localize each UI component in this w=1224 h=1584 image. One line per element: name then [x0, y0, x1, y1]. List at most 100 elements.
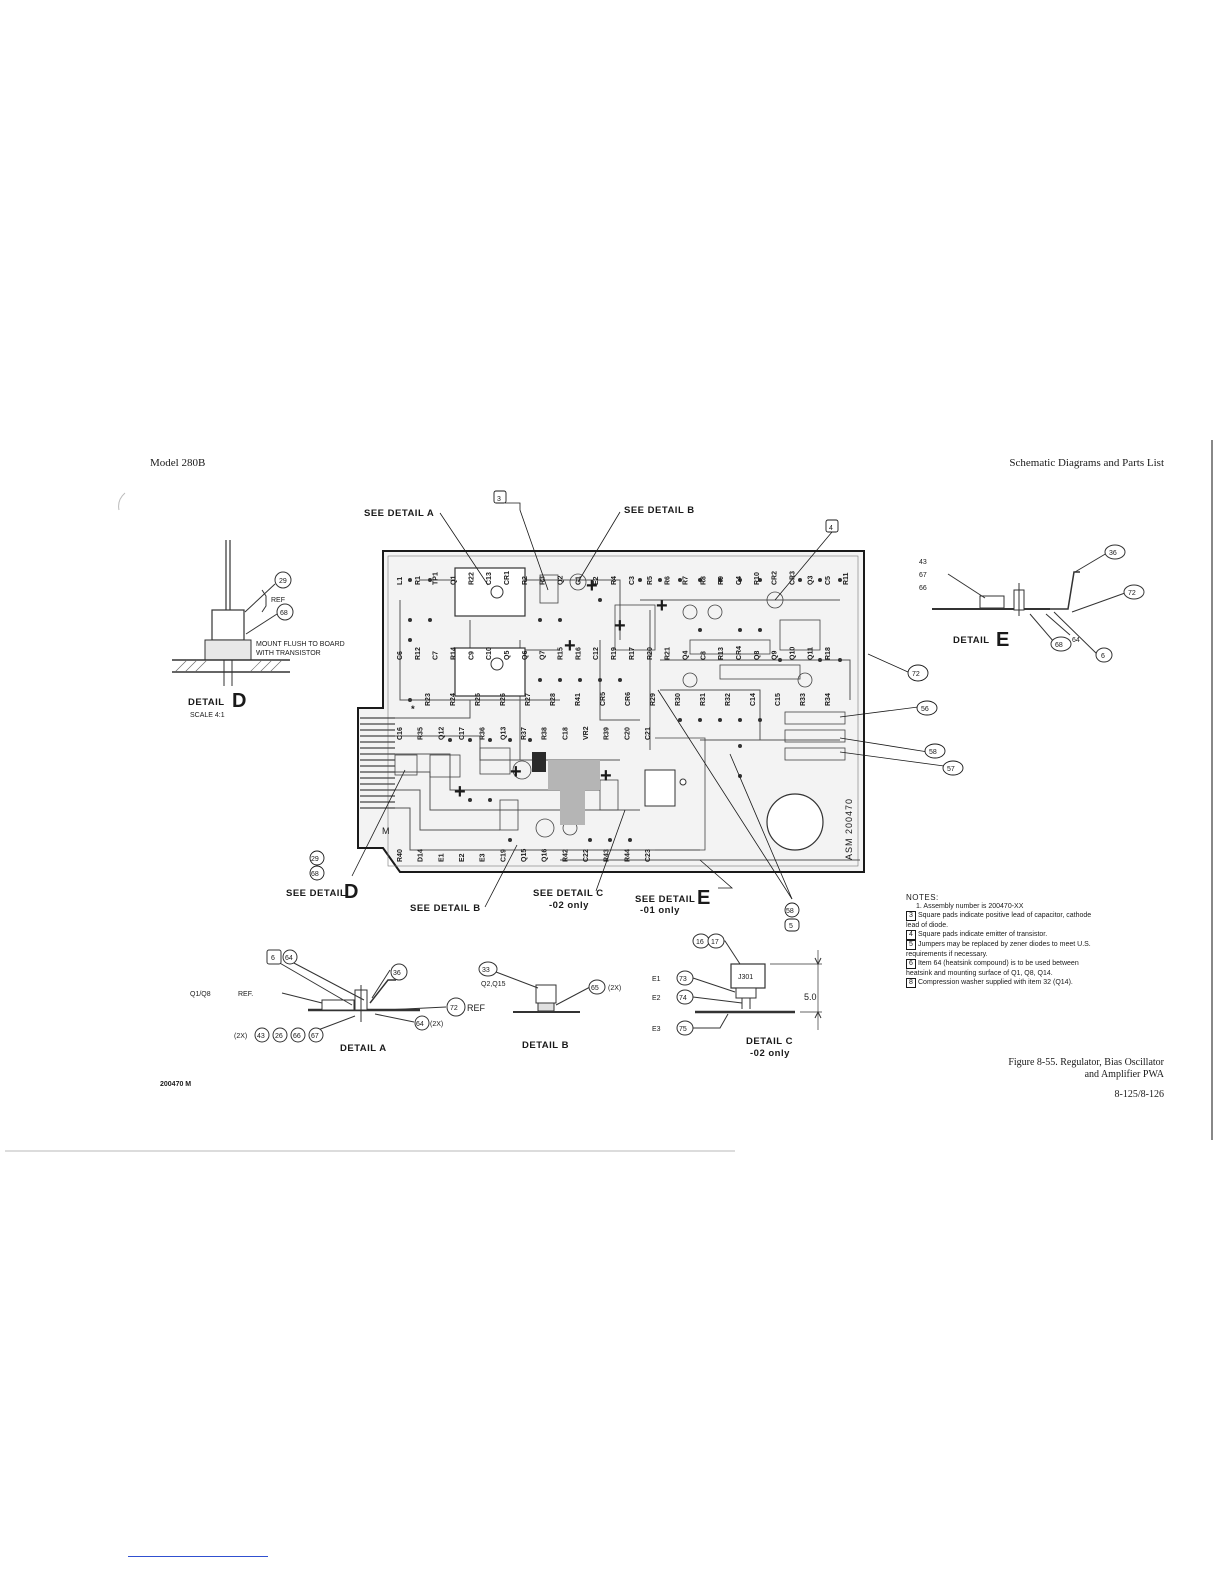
tag-56-label: 56 — [921, 706, 929, 713]
component-label-r3: R3 — [540, 576, 547, 585]
component-label-cr2: CR2 — [772, 571, 779, 585]
detail-d-ref-bracket — [261, 589, 267, 613]
component-label-c3: C3 — [629, 576, 636, 585]
component-label-r24: R24 — [450, 693, 457, 706]
note-1: 1. Assembly number is 200470-XX — [916, 903, 1024, 910]
detail-d-ref: REF — [271, 597, 285, 604]
component-label-c7: C7 — [433, 651, 440, 660]
component-label-e2: E2 — [593, 576, 600, 585]
circuit-board: L1R1TP1Q1R22C13CR1R2R3Q2C1E2R4C3R5R6R7R8… — [357, 550, 865, 873]
component-label-cr6: CR6 — [625, 692, 632, 706]
detail-b-tag-65 — [588, 979, 606, 995]
plus-mark-c3: + — [656, 595, 668, 617]
q14-mounting-hole — [679, 778, 687, 786]
component-label-cr1: CR1 — [504, 571, 511, 585]
note-3-text: Square pads indicate positive lead of ca… — [906, 912, 1092, 929]
callout-detail-d-letter: D — [344, 881, 358, 903]
component-label-r1: R1 — [415, 576, 422, 585]
component-label-c18: C18 — [562, 727, 569, 740]
component-label-r25: R25 — [475, 693, 482, 706]
detail-d-item-29: 29 — [279, 578, 287, 585]
tag-72-label: 72 — [912, 671, 920, 678]
detail-a-tag-64b — [414, 1015, 430, 1031]
component-label-c16: C16 — [397, 727, 404, 740]
tag-5-label: 5 — [789, 923, 793, 930]
detail-a-qty-2x-right: (2X) — [430, 1021, 443, 1028]
component-label-q16: Q16 — [542, 849, 549, 862]
note-8-box: 8 — [906, 978, 916, 988]
component-label-r26: R26 — [500, 693, 507, 706]
component-label-c23: C23 — [645, 849, 652, 862]
component-label-r40: R40 — [397, 849, 404, 862]
detail-a-leader-72 — [384, 1006, 447, 1011]
component-label-q15: Q15 — [521, 849, 528, 862]
detail-c-tag-74 — [676, 989, 694, 1005]
plus-mark-c8: + — [564, 635, 576, 657]
component-label-r39: R39 — [604, 727, 611, 740]
note-6-box: 6 — [906, 959, 916, 969]
component-label-r21: R21 — [665, 647, 672, 660]
detail-d-base — [204, 639, 252, 661]
detail-a-qty-2x-left: (2X) — [234, 1033, 247, 1040]
detail-a-item-72: 72 — [450, 1005, 458, 1012]
detail-b-spacer — [537, 1002, 555, 1012]
tag-circle-58-bottom — [784, 902, 800, 918]
detail-a-tag-26 — [272, 1027, 288, 1043]
component-label-c19: C19 — [500, 849, 507, 862]
tag-circle-57 — [942, 760, 964, 776]
detail-a-tag-66 — [290, 1027, 306, 1043]
detail-c-dim-arrow-bottom — [814, 1010, 822, 1019]
detail-e-tag-36 — [1104, 544, 1126, 560]
header-model: Model 280B — [150, 457, 206, 469]
tag-68-label: 68 — [311, 871, 319, 878]
detail-a-leader-36 — [371, 969, 391, 999]
detail-b-transistor — [535, 984, 557, 1004]
detail-d-letter: D — [232, 690, 246, 712]
detail-a-leader-64b — [374, 1013, 415, 1023]
detail-d-drawing — [172, 540, 294, 686]
detail-d-spacer-body — [211, 609, 245, 641]
component-label-r14: R14 — [451, 647, 458, 660]
tag-58-right-label: 58 — [929, 749, 937, 756]
detail-d-note-2: WITH TRANSISTOR — [256, 650, 321, 657]
detail-a-ref-72: REF — [467, 1003, 486, 1013]
component-label-q8: Q8 — [754, 651, 761, 660]
detail-d-tag-29 — [274, 571, 292, 589]
detail-c-e1: E1 — [652, 976, 661, 983]
callout-see-detail-c-sub: -02 only — [549, 900, 589, 911]
detail-a-leader-64 — [291, 961, 365, 1001]
scan-edge-rule — [5, 1150, 735, 1152]
detail-e-leader-36 — [1074, 552, 1108, 573]
detail-e-leader-6 — [1053, 611, 1099, 656]
detail-a-tag-43 — [254, 1027, 270, 1043]
board-assembly-marking: ASM 200470 — [844, 798, 854, 860]
detail-a-leader-6 — [277, 961, 353, 1006]
component-label-q5: Q5 — [504, 651, 511, 660]
component-label-cr5: CR5 — [600, 692, 607, 706]
notes-title: NOTES: — [906, 893, 939, 902]
detail-b-q-label: Q2,Q15 — [481, 981, 506, 988]
callout-see-detail-c: SEE DETAIL C — [533, 888, 604, 899]
component-label-r29: R29 — [650, 693, 657, 706]
note-5-text: Jumpers may be replaced by zener diodes … — [906, 941, 1091, 958]
detail-e-tag-6 — [1095, 647, 1113, 663]
board-star-marker: * — [411, 704, 415, 715]
plus-mark-c19: + — [510, 761, 522, 783]
detail-a-drawing — [254, 949, 466, 1043]
detail-e-item-36: 36 — [1109, 550, 1117, 557]
plus-mark-c1: + — [586, 575, 598, 597]
detail-c-dim-arrow-top — [814, 957, 822, 966]
component-label-c21: C21 — [645, 727, 652, 740]
detail-b-tag-33 — [478, 961, 498, 977]
detail-e-tag-72 — [1123, 584, 1145, 600]
component-label-r11: R11 — [843, 572, 850, 585]
detail-a-ref-label: REF. — [238, 991, 253, 998]
detail-a-item-66: 66 — [293, 1033, 301, 1040]
detail-a-leader-ref — [281, 992, 323, 1004]
component-label-c6: C6 — [397, 651, 404, 660]
detail-e-item-72: 72 — [1128, 590, 1136, 597]
